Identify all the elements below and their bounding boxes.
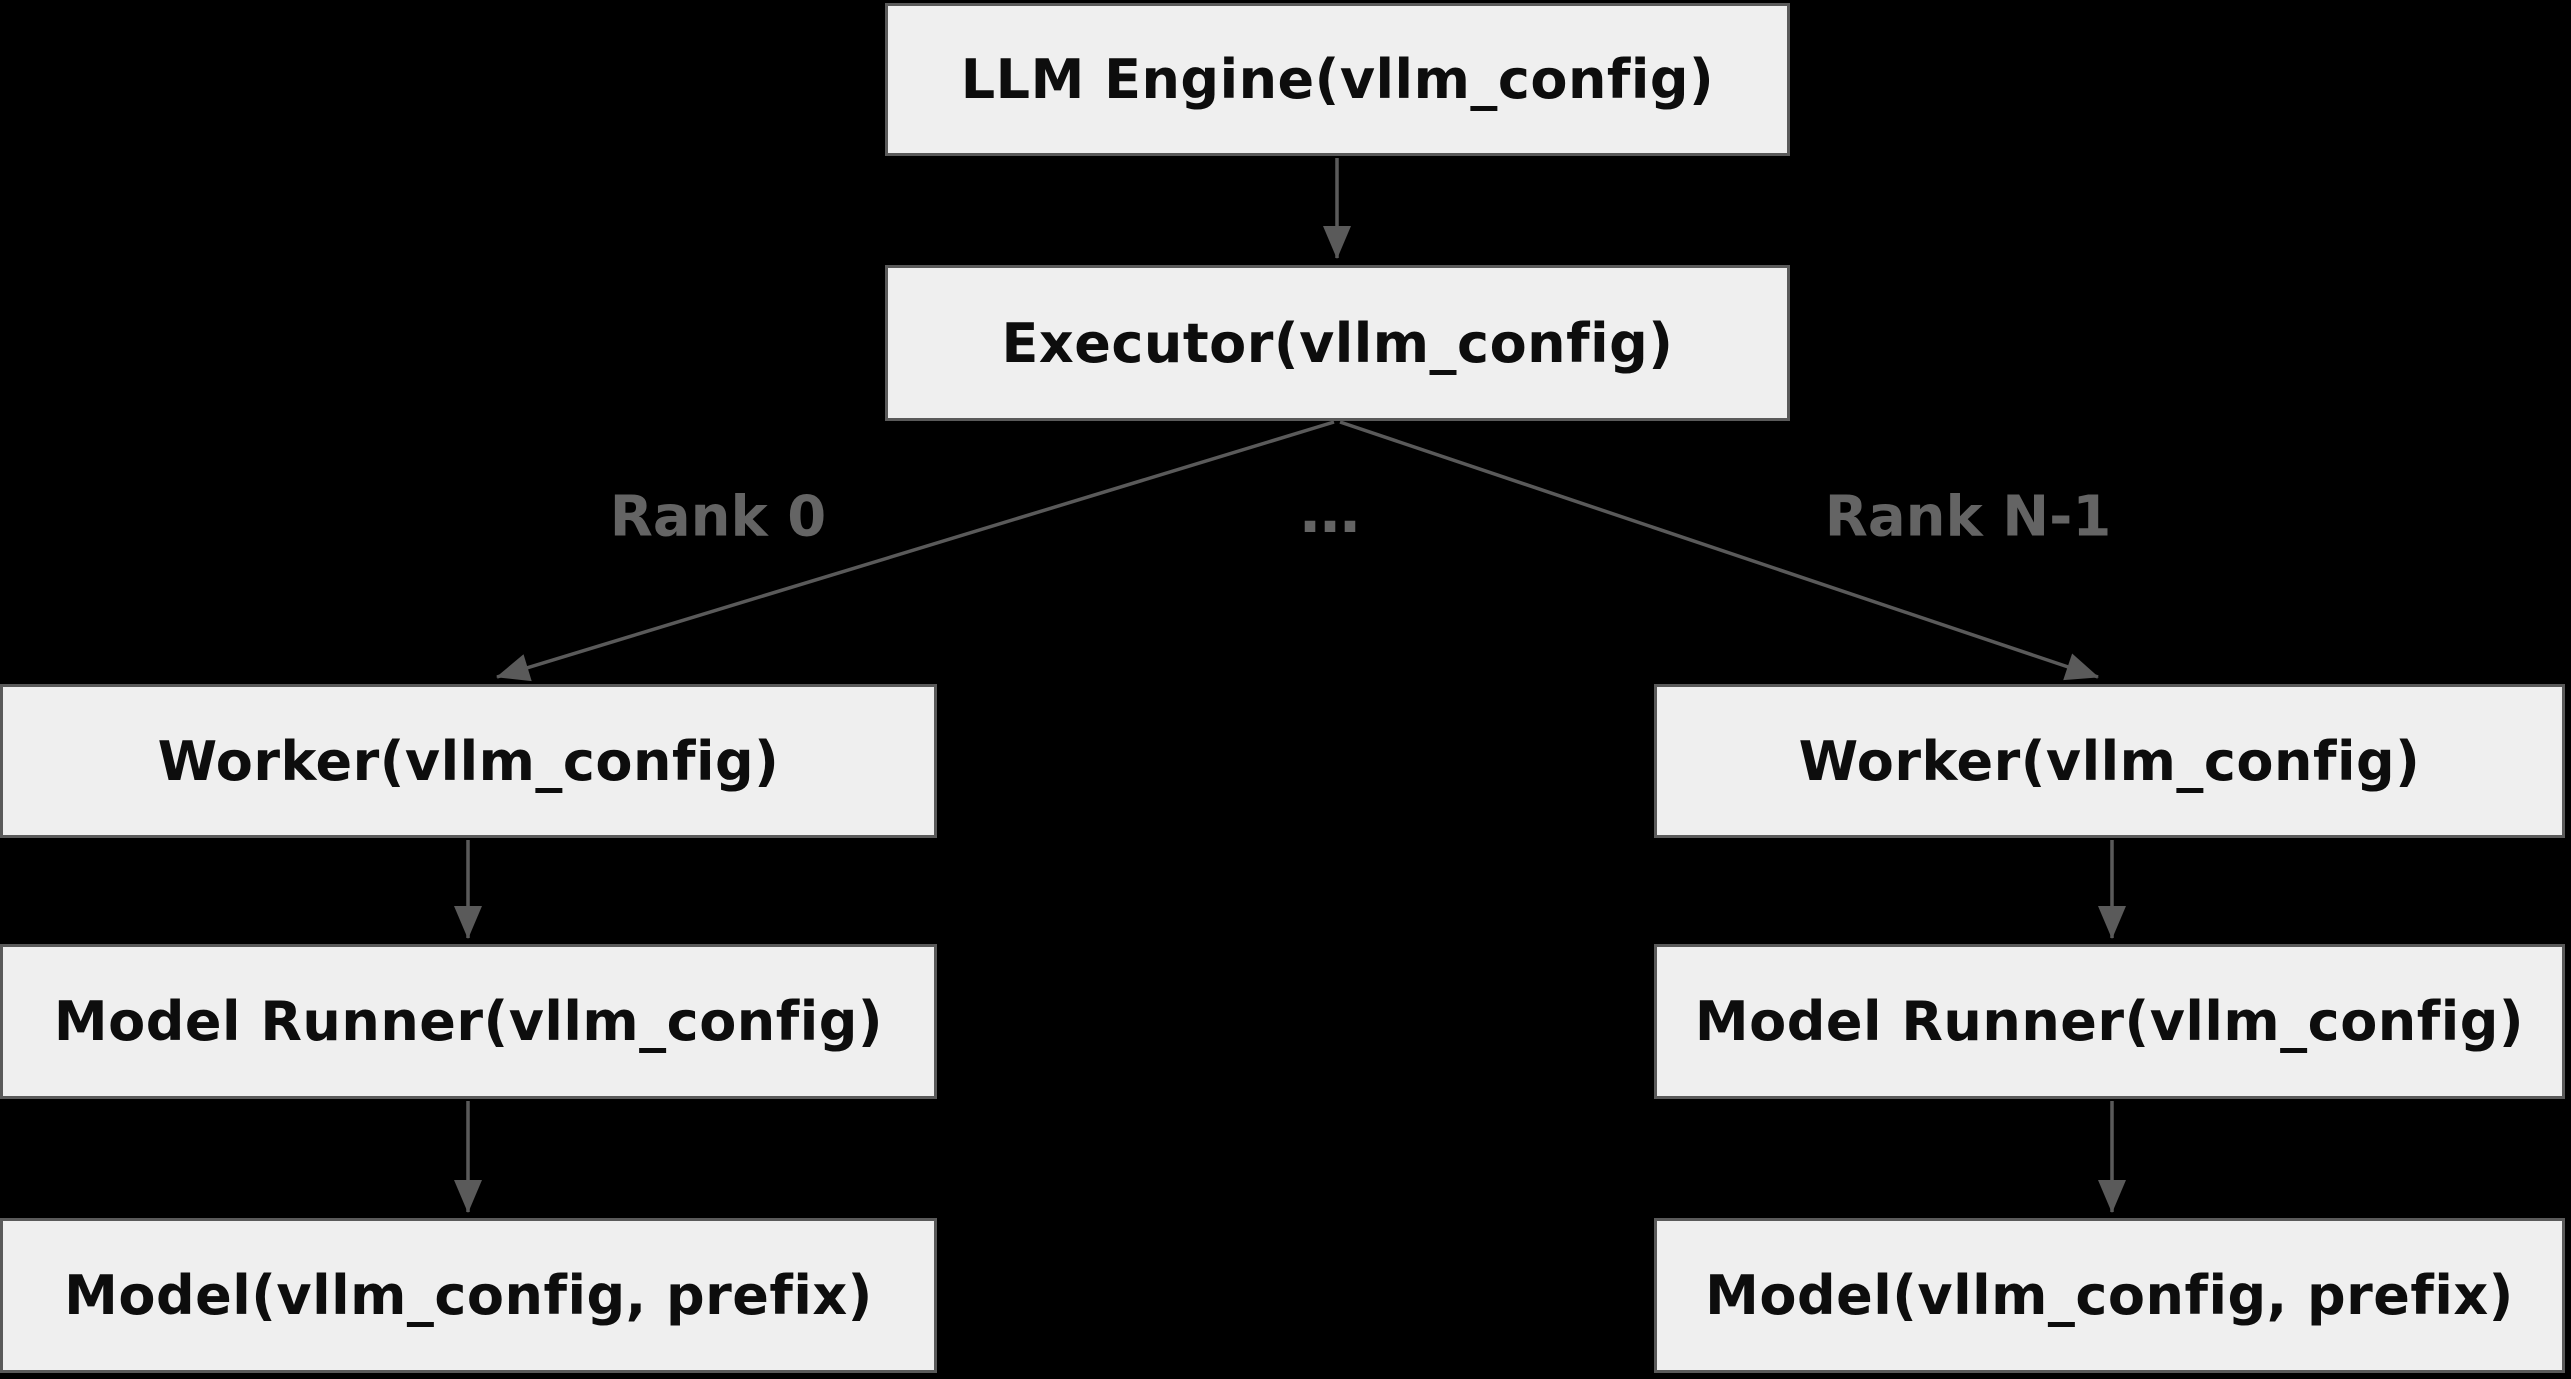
node-worker-rank0-label: Worker(vllm_config) xyxy=(157,729,780,793)
node-llm-engine-label: LLM Engine(vllm_config) xyxy=(960,48,1715,111)
edge-label-rank-n-1: Rank N-1 xyxy=(1824,484,2112,550)
edge-executor-to-worker-rank0 xyxy=(496,420,1335,682)
node-worker-rankn: Worker(vllm_config) xyxy=(1654,684,2565,838)
node-model-rank0: Model(vllm_config, prefix) xyxy=(0,1218,937,1373)
node-model-runner-rankn-label: Model Runner(vllm_config) xyxy=(1694,990,2525,1053)
edge-executor-to-worker-rankn xyxy=(1339,420,2099,681)
node-model-rankn: Model(vllm_config, prefix) xyxy=(1654,1218,2565,1373)
node-model-runner-rankn: Model Runner(vllm_config) xyxy=(1654,944,2565,1099)
edge-label-rank-0: Rank 0 xyxy=(609,484,827,550)
edge-label-ellipsis: … xyxy=(1300,477,1360,547)
node-model-rank0-label: Model(vllm_config, prefix) xyxy=(64,1264,873,1327)
node-model-rankn-label: Model(vllm_config, prefix) xyxy=(1705,1264,2514,1327)
node-model-runner-rank0: Model Runner(vllm_config) xyxy=(0,944,937,1099)
node-model-runner-rank0-label: Model Runner(vllm_config) xyxy=(53,990,884,1053)
node-worker-rankn-label: Worker(vllm_config) xyxy=(1798,729,2421,793)
node-executor: Executor(vllm_config) xyxy=(885,265,1790,421)
node-llm-engine: LLM Engine(vllm_config) xyxy=(885,3,1790,156)
node-worker-rank0: Worker(vllm_config) xyxy=(0,684,937,838)
node-executor-label: Executor(vllm_config) xyxy=(1001,311,1674,375)
